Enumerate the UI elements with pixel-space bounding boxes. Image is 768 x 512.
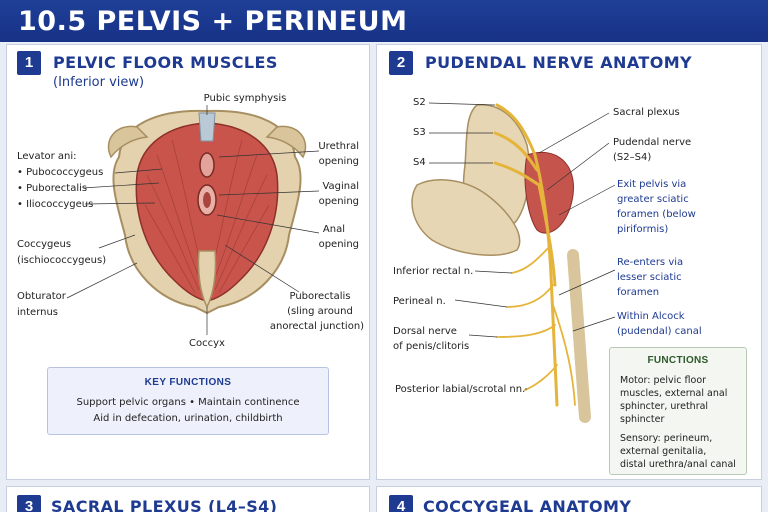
panel-pelvic-floor-muscles: 1 PELVIC FLOOR MUSCLES (Inferior view) <box>6 44 370 480</box>
label-coccyx: Coccyx <box>189 338 225 349</box>
pubic-symphysis-shape <box>198 112 216 142</box>
ischium-bone <box>567 249 591 423</box>
key-functions-box: KEY FUNCTIONS Support pelvic organs • Ma… <box>47 367 329 435</box>
page-header: 10.5 PELVIS + PERINEUM <box>0 0 768 42</box>
pelvic-floor-illustration <box>66 105 320 335</box>
label-exit-pelvis-3: foramen (below <box>617 209 696 220</box>
functions-motor-3: sphincter, urethral <box>620 401 709 412</box>
functions-box: FUNCTIONS Motor: pelvic floor muscles, e… <box>609 347 747 475</box>
urethral-opening-shape <box>199 152 215 178</box>
label-vaginal: Vaginal <box>322 181 359 192</box>
label-s4: S4 <box>413 157 426 168</box>
label-reenters-3: foramen <box>617 287 660 298</box>
label-anal-sub: opening <box>318 239 359 250</box>
right-ilium <box>265 125 307 159</box>
label-pubic-symphysis: Pubic symphysis <box>203 93 287 104</box>
label-pubococcygeus: • Pubococcygeus <box>17 167 104 178</box>
functions-motor-2: muscles, external anal <box>620 388 728 399</box>
label-levator-ani: Levator ani: <box>17 151 77 162</box>
panel-subtitle: (Inferior view) <box>53 75 145 90</box>
panel-title: PELVIC FLOOR MUSCLES <box>53 53 278 72</box>
key-functions-line2: Aid in defecation, urination, childbirth <box>93 413 283 424</box>
vaginal-inner <box>203 192 211 208</box>
label-dorsal-nerve-2: of penis/clitoris <box>393 341 470 352</box>
panel-number-badge: 3 <box>17 495 41 512</box>
label-dorsal-nerve: Dorsal nerve <box>393 326 457 337</box>
functions-sensory-2: external genitalia, <box>620 446 707 457</box>
label-reenters: Re-enters via <box>617 257 684 268</box>
label-pudendal-nerve: Pudendal nerve <box>613 137 692 148</box>
panel-coccygeal-anatomy: 4 COCCYGEAL ANATOMY <box>376 486 762 512</box>
pudendal-nerve-illustration <box>411 102 616 423</box>
panel-number-badge: 2 <box>389 51 413 75</box>
panel-number-badge: 4 <box>389 495 413 512</box>
functions-sensory-1: Sensory: perineum, <box>620 433 713 444</box>
page-title: 10.5 PELVIS + PERINEUM <box>18 6 408 37</box>
panel-title: SACRAL PLEXUS (L4–S4) <box>51 497 278 512</box>
label-s2: S2 <box>413 97 426 108</box>
label-s3: S3 <box>413 127 426 138</box>
label-anal: Anal <box>322 224 345 235</box>
label-inferior-rectal: Inferior rectal n. <box>393 266 474 277</box>
label-alcock-2: (pudendal) canal <box>617 326 702 337</box>
panel-number-badge: 1 <box>17 51 41 75</box>
left-ilium <box>107 125 149 159</box>
label-vaginal-sub: opening <box>318 196 359 207</box>
label-exit-pelvis: Exit pelvis via <box>617 179 687 190</box>
label-alcock: Within Alcock <box>617 311 685 322</box>
functions-motor-1: Motor: pelvic floor <box>620 375 707 386</box>
label-iliococcygeus: • Iliococcygeus <box>17 199 94 210</box>
leader-lines <box>66 105 320 335</box>
coccyx-bone <box>197 250 217 309</box>
label-perineal: Perineal n. <box>393 296 446 307</box>
panel-title: COCCYGEAL ANATOMY <box>423 497 632 512</box>
pudendal-nerve-paths <box>493 103 559 407</box>
pudendal-nerve-branches <box>496 244 576 406</box>
functions-title: FUNCTIONS <box>647 355 709 366</box>
functions-sensory-3: distal urethra/anal canal <box>620 459 736 470</box>
panel-title: PUDENDAL NERVE ANATOMY <box>425 53 693 72</box>
panel-pudendal-nerve: 2 PUDENDAL NERVE ANATOMY <box>376 44 762 480</box>
panel-sacral-plexus: 3 SACRAL PLEXUS (L4–S4) <box>6 486 370 512</box>
leader-lines <box>428 102 616 390</box>
label-posterior-labial: Posterior labial/scrotal nn. <box>395 384 526 395</box>
piriformis-muscle <box>524 151 574 234</box>
label-puborectalis-sling-3: anorectal junction) <box>269 321 365 332</box>
label-sacral-plexus: Sacral plexus <box>613 107 680 118</box>
key-functions-title: KEY FUNCTIONS <box>144 377 232 388</box>
label-obturator-sub: internus <box>17 307 59 318</box>
label-coccygeus-sub: (ischiococcygeus) <box>17 255 107 266</box>
label-exit-pelvis-2: greater sciatic <box>617 194 689 205</box>
label-exit-pelvis-4: piriformis) <box>617 224 669 235</box>
label-reenters-2: lesser sciatic <box>617 272 682 283</box>
label-urethral-sub: opening <box>318 156 359 167</box>
label-urethral: Urethral <box>318 141 359 152</box>
label-pudendal-roots: (S2–S4) <box>613 152 652 163</box>
label-puborectalis-sling-2: (sling around <box>287 306 353 317</box>
label-coccygeus: Coccygeus <box>17 239 72 250</box>
key-functions-line1: Support pelvic organs • Maintain contine… <box>76 397 300 408</box>
label-obturator: Obturator <box>17 291 66 302</box>
functions-motor-4: sphincter <box>620 414 665 425</box>
label-puborectalis-sling: Puborectalis <box>289 291 351 302</box>
ilium-bone <box>411 179 521 256</box>
label-puborectalis: • Puborectalis <box>17 183 88 194</box>
